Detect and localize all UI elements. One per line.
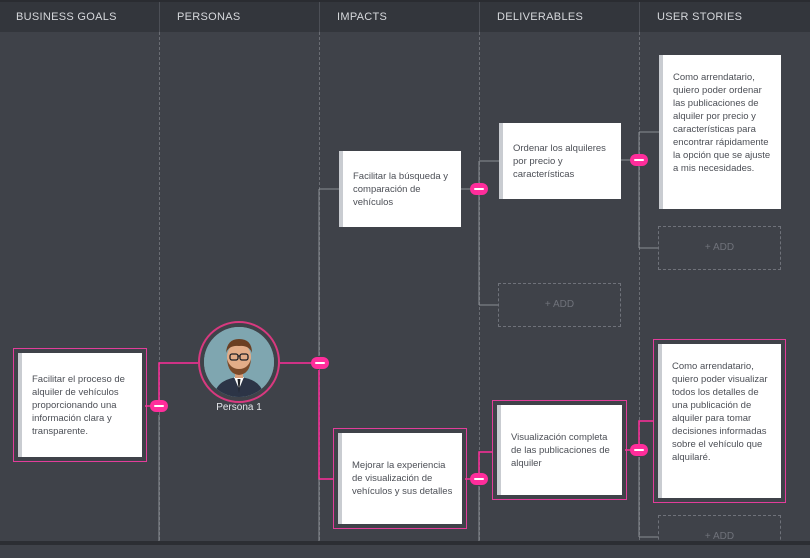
column-separator — [159, 2, 160, 32]
connector-lines — [145, 131, 659, 545]
column-title-user-stories: USER STORIES — [657, 11, 743, 23]
add-user-story-button[interactable]: + ADD — [658, 515, 781, 545]
column-header-bar: BUSINESS GOALS PERSONAS IMPACTS DELIVERA… — [0, 0, 810, 32]
collapse-toggle[interactable] — [150, 400, 168, 412]
deliverable-card[interactable]: Visualización completa de las publicacio… — [492, 400, 627, 500]
business-goal-text: Facilitar el proceso de alquiler de vehí… — [32, 373, 125, 437]
persona-name: Persona 1 — [216, 402, 262, 413]
add-user-story-button[interactable]: + ADD — [658, 226, 781, 270]
user-story-text: Como arrendatario, quiero poder ordenar … — [673, 72, 771, 174]
persona-avatar[interactable] — [198, 321, 280, 403]
column-divider — [159, 32, 160, 545]
deliverable-text: Visualización completa de las publicacio… — [511, 431, 610, 469]
user-story-card[interactable]: Como arrendatario, quiero poder ordenar … — [659, 55, 781, 209]
collapse-toggle[interactable] — [630, 444, 648, 456]
column-divider — [639, 32, 640, 545]
person-avatar-icon — [204, 327, 274, 397]
column-separator — [319, 2, 320, 32]
business-goal-card[interactable]: Facilitar el proceso de alquiler de vehí… — [13, 348, 147, 462]
impact-text: Facilitar la búsqueda y comparación de v… — [353, 170, 449, 208]
column-separator — [479, 2, 480, 32]
column-title-personas: PERSONAS — [177, 11, 241, 23]
column-separator — [639, 2, 640, 32]
user-story-card[interactable]: Como arrendatario, quiero poder visualiz… — [653, 339, 786, 503]
collapse-toggle[interactable] — [630, 154, 648, 166]
column-title-impacts: IMPACTS — [337, 11, 388, 23]
collapse-toggle[interactable] — [311, 357, 329, 369]
deliverable-card[interactable]: Ordenar los alquileres por precio y cara… — [499, 123, 621, 199]
user-story-text: Como arrendatario, quiero poder visualiz… — [672, 361, 768, 463]
impact-card[interactable]: Mejorar la experiencia de visualización … — [333, 428, 467, 529]
impact-text: Mejorar la experiencia de visualización … — [352, 460, 453, 497]
column-title-business-goals: BUSINESS GOALS — [16, 11, 117, 23]
impact-card[interactable]: Facilitar la búsqueda y comparación de v… — [339, 151, 461, 227]
bottom-scrollbar[interactable] — [0, 541, 810, 545]
column-title-deliverables: DELIVERABLES — [497, 11, 584, 23]
add-deliverable-button[interactable]: + ADD — [498, 283, 621, 327]
deliverable-text: Ordenar los alquileres por precio y cara… — [513, 142, 606, 180]
collapse-toggle[interactable] — [470, 473, 488, 485]
collapse-toggle[interactable] — [470, 183, 488, 195]
